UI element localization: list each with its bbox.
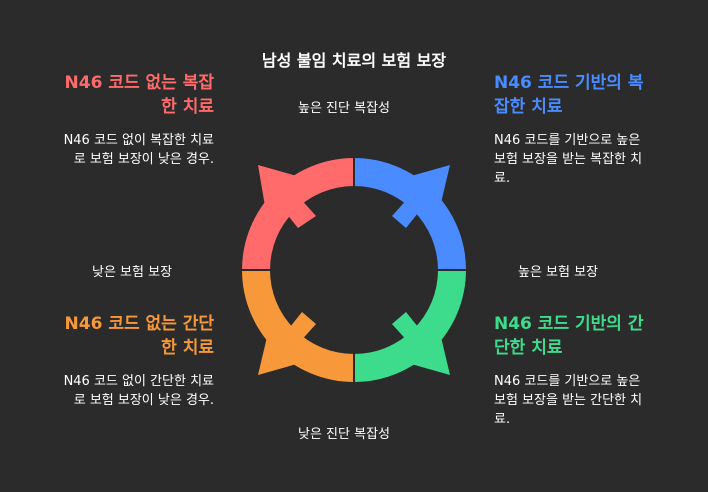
quadrant-bottom-left: N46 코드 없는 간단 한 치료 N46 코드 없이 간단한 치료 로 보험 … — [20, 312, 214, 410]
quadrant-top-right-title: N46 코드 기반의 복 잡한 치료 — [494, 73, 644, 117]
quadrant-bottom-left-title: N46 코드 없는 간단 한 치료 — [64, 314, 214, 358]
ring-segment-top-left — [242, 158, 354, 270]
quadrant-bottom-right-title: N46 코드 기반의 간 단한 치료 — [494, 314, 644, 358]
arrow-bottom-right — [390, 312, 450, 375]
axis-label-left: 낮은 보험 보장 — [92, 265, 173, 280]
axis-label-right: 높은 보험 보장 — [518, 265, 599, 280]
ring-segment-top-right — [354, 158, 466, 270]
ring-segment-bottom-right — [354, 270, 466, 382]
arrow-top-left — [258, 165, 318, 228]
diagram-title: 남성 불임 치료의 보험 보장 — [261, 51, 447, 70]
quadrant-top-left: N46 코드 없는 복잡 한 치료 N46 코드 없이 복잡한 치료 로 보험 … — [20, 71, 214, 169]
ring-segment-bottom-left — [242, 270, 354, 382]
quadrant-bottom-right: N46 코드 기반의 간 단한 치료 N46 코드를 기반으로 높은 보험 보장… — [494, 312, 694, 429]
axis-label-top: 높은 진단 복잡성 — [298, 101, 390, 116]
arrow-top-right — [390, 165, 450, 228]
arrow-bottom-left — [258, 312, 318, 375]
axis-label-bottom: 낮은 진단 복잡성 — [298, 427, 390, 442]
quadrant-top-right-description: N46 코드를 기반으로 높은 보험 보장을 받는 복잡한 치 료. — [494, 133, 643, 186]
quadrant-bottom-left-description: N46 코드 없이 간단한 치료 로 보험 보장이 낮은 경우. — [63, 374, 214, 408]
quadrant-top-left-description: N46 코드 없이 복잡한 치료 로 보험 보장이 낮은 경우. — [63, 133, 214, 167]
quadrant-bottom-right-description: N46 코드를 기반으로 높은 보험 보장을 받는 간단한 치 료. — [494, 374, 643, 427]
quadrant-top-right: N46 코드 기반의 복 잡한 치료 N46 코드를 기반으로 높은 보험 보장… — [494, 71, 694, 188]
quadrant-top-left-title: N46 코드 없는 복잡 한 치료 — [64, 73, 214, 117]
